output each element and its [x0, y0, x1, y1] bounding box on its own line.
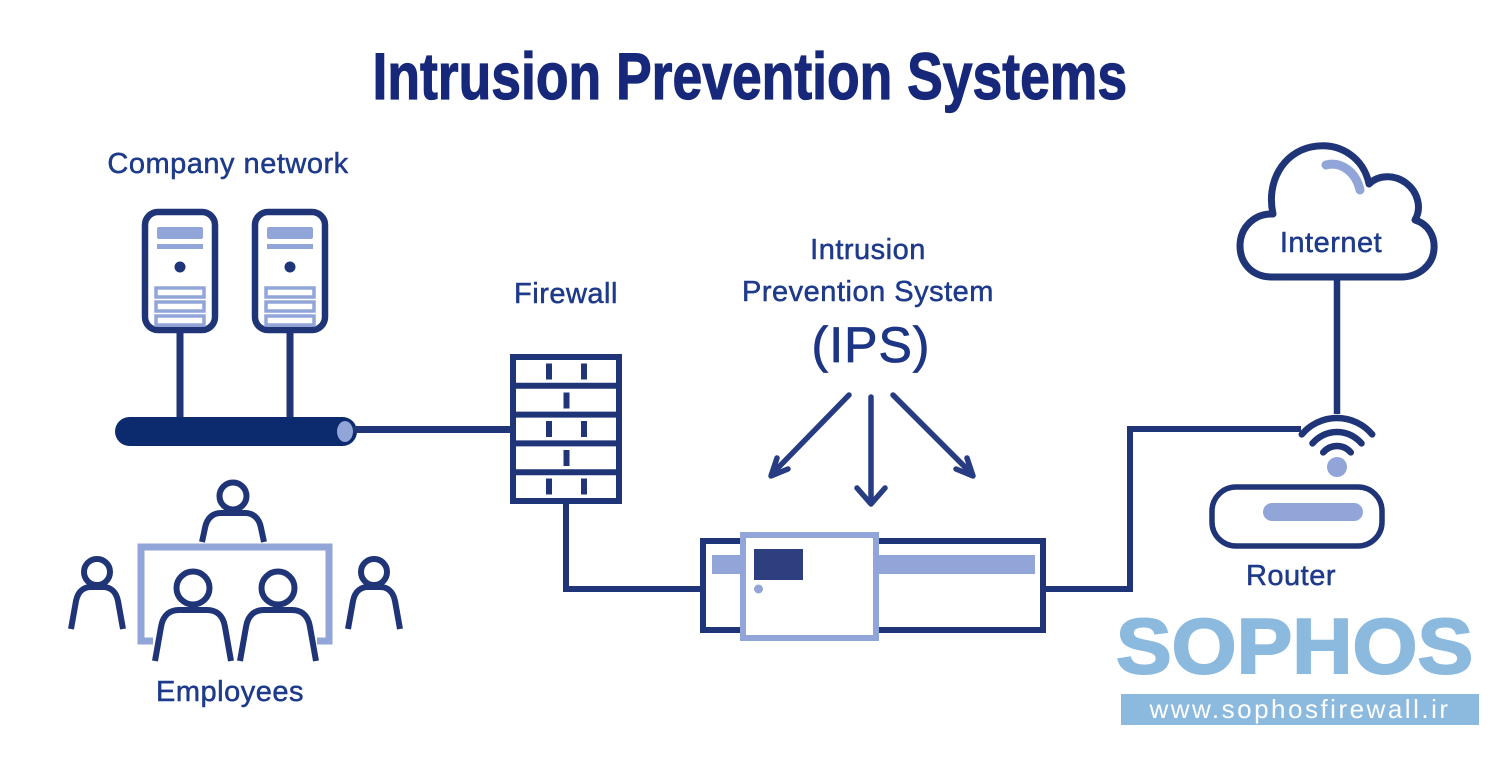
network-bus-icon — [115, 417, 357, 446]
person-icon — [152, 568, 234, 662]
person-icon — [345, 556, 403, 630]
table-icon — [137, 543, 333, 645]
firewall-ips-line — [563, 501, 703, 592]
arrow-down-icon — [854, 394, 888, 507]
ips-acronym-label: (IPS) — [811, 317, 931, 374]
router-device-icon — [1209, 484, 1385, 549]
sophos-logo: SOPHOS — [1115, 602, 1474, 690]
server-link-line — [176, 330, 184, 420]
page-title-text: Intrusion Prevention Systems — [372, 38, 1128, 113]
internet-label: Internet — [1279, 227, 1383, 260]
person-icon — [68, 556, 126, 630]
website-url: www.sophosfirewall.ir — [1149, 694, 1451, 724]
ips-appliance-icon — [700, 532, 1046, 641]
firewall-label: Firewall — [514, 278, 618, 311]
internet-cloud-icon — [1236, 142, 1438, 281]
arrow-down-right-icon — [890, 392, 976, 479]
server-link-line — [286, 330, 294, 420]
ips-label-line1: Intrusion — [810, 234, 926, 267]
employees-label: Employees — [156, 676, 304, 709]
employees-group-icon — [68, 479, 403, 662]
arrow-down-left-icon — [768, 392, 852, 479]
wifi-signal-icon — [1298, 414, 1376, 477]
person-icon — [237, 568, 319, 662]
ips-router-line — [1043, 426, 1301, 592]
website-banner: www.sophosfirewall.ir — [1121, 694, 1479, 725]
firewall-brick-icon — [510, 354, 622, 504]
server-icon — [141, 208, 219, 334]
company-network-label: Company network — [107, 148, 349, 181]
page-title: Intrusion Prevention Systems — [0, 38, 1500, 114]
server-icon — [251, 208, 329, 334]
down-arrows-icon — [768, 392, 976, 507]
ips-label-line2: Prevention System — [742, 276, 994, 309]
cloud-accent-arc — [1321, 159, 1365, 195]
person-icon — [199, 479, 267, 543]
router-label: Router — [1245, 560, 1337, 593]
bus-firewall-line — [353, 426, 513, 433]
